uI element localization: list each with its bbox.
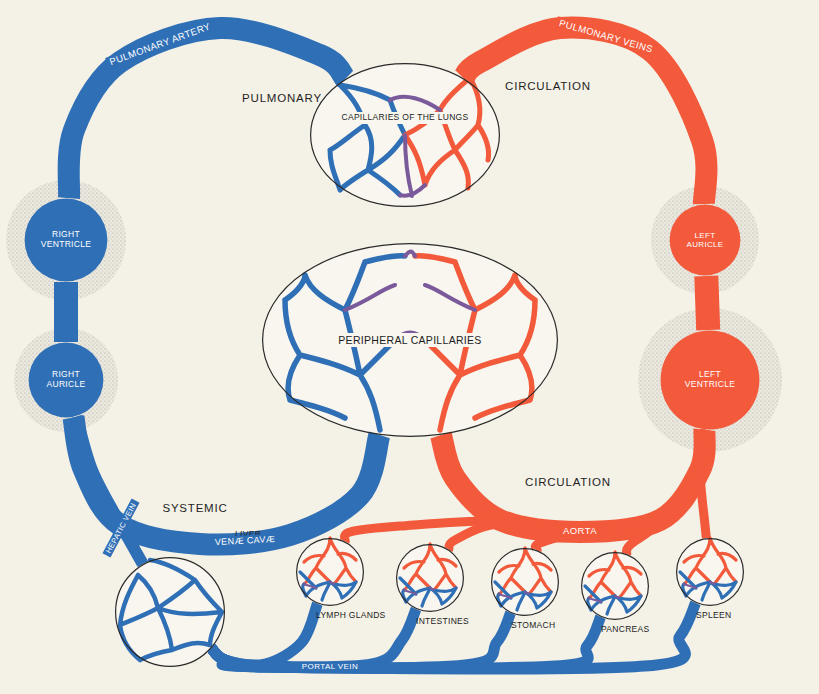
organ-circle: INTESTINES <box>396 544 464 612</box>
node-label: STOMACH <box>511 620 555 630</box>
vessel-label: VENÆ CAVÆ <box>212 534 279 548</box>
organ-circle: STOMACH <box>491 548 559 616</box>
node-label: CAPILLARIES OF THE LUNGS <box>338 112 471 124</box>
heart-chamber: RIGHT AURICLE <box>28 342 104 418</box>
node-shape <box>677 539 744 606</box>
blood-vessel <box>54 282 78 342</box>
node-label: RIGHT VENTRICLE <box>33 230 99 250</box>
vessel-label: PORTAL VEIN <box>299 662 361 672</box>
peripheral-capillaries: PERIPHERAL CAPILLARIES <box>262 243 558 437</box>
capillary-network <box>330 78 489 196</box>
organ-ground <box>296 538 364 606</box>
blood-vessel <box>211 617 600 668</box>
vessel-label: AORTA <box>560 525 600 536</box>
organ-circle: SPLEEN <box>676 538 744 606</box>
region-label: PULMONARY <box>242 92 322 104</box>
node-label: LEFT VENTRICLE <box>679 370 741 390</box>
vessel-label: HEPATIC VEIN <box>103 499 140 558</box>
node-outline <box>676 538 744 606</box>
blood-vessel <box>706 276 708 330</box>
organ-circle: LIVER <box>115 557 225 667</box>
node-shape <box>311 64 500 207</box>
organ-ground <box>581 552 649 620</box>
blood-vessel <box>535 430 704 551</box>
node-label: RIGHT AURICLE <box>37 370 95 390</box>
vessel-label: PULMONARY ARTERY <box>105 19 215 68</box>
node-shape <box>263 244 558 437</box>
node-shape <box>297 539 364 606</box>
node-shape <box>25 199 108 282</box>
organ-ground <box>676 538 744 606</box>
node-label: LYMPH GLANDS <box>316 610 386 620</box>
node-label: PANCREAS <box>601 624 650 634</box>
chamber-halo <box>14 328 118 432</box>
organ-ground <box>115 557 225 667</box>
blood-vessel <box>69 28 346 198</box>
node-shape <box>582 553 649 620</box>
node-outline <box>581 552 649 620</box>
liver-network <box>120 560 222 660</box>
node-label: LEFT AURICLE <box>678 231 732 249</box>
node-label: SPLEEN <box>696 610 731 620</box>
capillary-network <box>285 252 535 431</box>
node-label: INTESTINES <box>416 616 469 626</box>
node-outline <box>396 544 464 612</box>
node-outline <box>115 557 225 667</box>
organ-ground <box>396 544 464 612</box>
blood-vessel <box>77 417 143 565</box>
blood-vessel <box>211 613 510 668</box>
node-shape <box>116 558 225 667</box>
heart-chamber: LEFT VENTRICLE <box>660 330 760 430</box>
node-shape <box>397 545 464 612</box>
blood-vessel <box>463 28 706 204</box>
lung-capillaries: CAPILLARIES OF THE LUNGS <box>310 63 500 207</box>
blood-vessel <box>211 609 416 667</box>
blood-vessel <box>626 430 704 554</box>
node-label: PERIPHERAL CAPILLARIES <box>335 333 484 347</box>
node-shape <box>661 331 760 430</box>
organ-ground <box>491 548 559 616</box>
blood-vessel <box>211 603 695 669</box>
region-label: CIRCULATION <box>525 476 611 488</box>
blood-vessel <box>449 430 705 550</box>
node-outline <box>491 548 559 616</box>
heart-chamber: LEFT AURICLE <box>669 204 741 276</box>
vessel-label: PULMONARY VEINS <box>555 16 657 55</box>
region-label: CIRCULATION <box>505 80 591 92</box>
blood-vessel <box>700 430 706 539</box>
node-outline <box>296 538 364 606</box>
region-label: SYSTEMIC <box>162 502 227 514</box>
node-shape <box>670 205 741 276</box>
organ-circle: PANCREAS <box>581 552 649 620</box>
heart-chamber: RIGHT VENTRICLE <box>24 198 108 282</box>
capillary-ground <box>262 243 558 437</box>
capillary-ground <box>310 63 500 207</box>
organ-circle: LYMPH GLANDS <box>296 538 364 606</box>
node-shape <box>492 549 559 616</box>
node-outline <box>310 63 500 207</box>
node-shape <box>29 343 104 418</box>
